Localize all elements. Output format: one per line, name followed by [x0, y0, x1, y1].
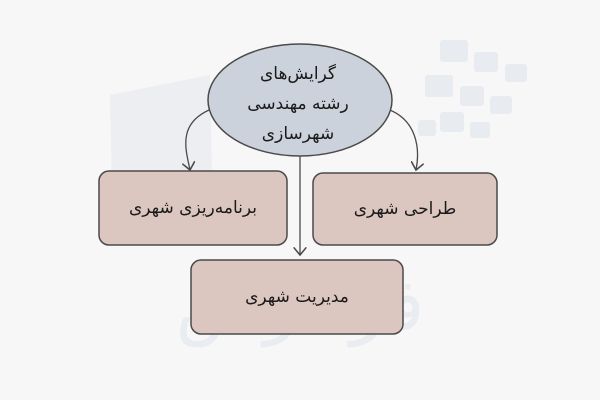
root-line-3: شهرسازی	[262, 124, 334, 144]
connector-root-to-planning	[186, 107, 215, 170]
node-urban-management: مدیریت شهری	[190, 259, 404, 335]
root-line-1: گرایش‌های	[260, 63, 337, 84]
node-urban-planning: برنامه‌ریزی شهری	[98, 170, 288, 246]
root-node: گرایش‌های رشته مهندسی شهرسازی	[207, 43, 393, 157]
root-line-2: رشته مهندسی	[247, 94, 349, 114]
node-urban-management-label: مدیریت شهری	[245, 287, 349, 307]
node-urban-planning-label: برنامه‌ریزی شهری	[129, 198, 257, 218]
connector-root-to-design	[383, 107, 417, 170]
node-urban-design: طراحی شهری	[312, 172, 498, 246]
node-urban-design-label: طراحی شهری	[354, 199, 456, 219]
